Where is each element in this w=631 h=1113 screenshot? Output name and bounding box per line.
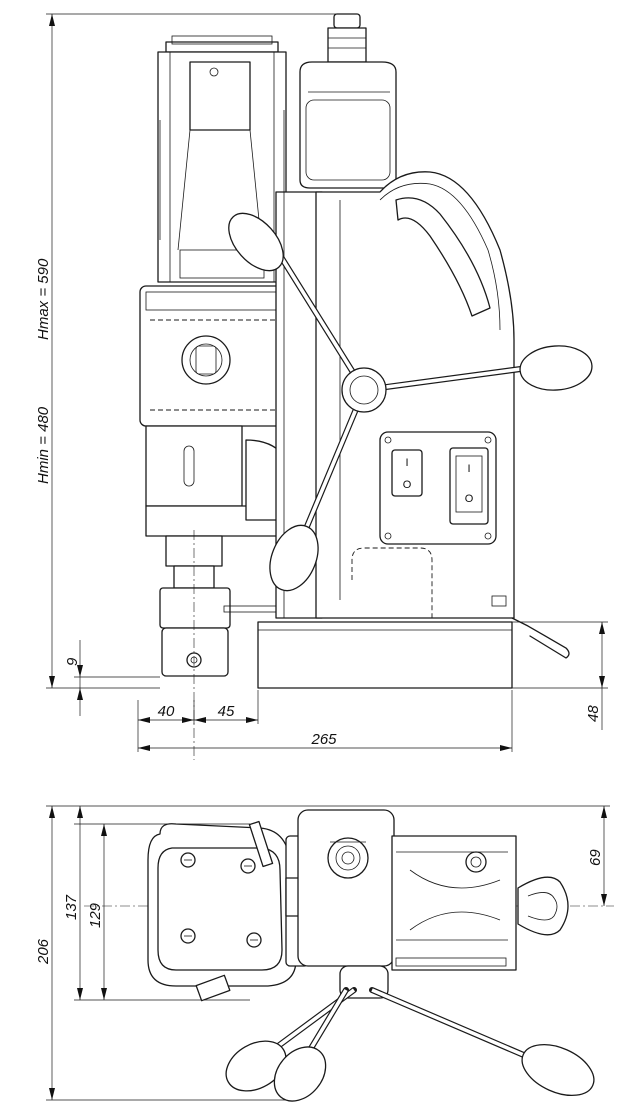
base-dimensions <box>137 621 608 752</box>
switch-1-off-label: O <box>403 479 412 491</box>
hmin-label: Hmin = 480 <box>35 406 52 484</box>
top-view: 206 137 129 69 <box>35 805 614 1111</box>
magnet-switch[interactable] <box>449 447 489 525</box>
offset-9-dimension <box>74 640 160 716</box>
top-handle-knob-left[interactable] <box>217 1031 294 1101</box>
dim-69-label: 69 <box>587 849 604 866</box>
switch-2-on-label: I <box>467 463 470 475</box>
switch-2-off-label: O <box>465 493 474 505</box>
dim-137-label: 137 <box>63 894 80 920</box>
lanyard-ring <box>517 876 569 936</box>
handle-knob-bottom[interactable] <box>261 518 327 598</box>
magnetic-base <box>257 617 570 689</box>
dim-9-label: 9 <box>64 657 81 666</box>
hmax-label: Hmax = 590 <box>35 258 52 340</box>
gearbox <box>139 285 291 427</box>
dim-265-label: 265 <box>310 731 337 748</box>
dim-45-label: 45 <box>218 703 235 720</box>
handle-knob-top[interactable] <box>218 203 293 280</box>
top-handle-knob-middle[interactable] <box>264 1037 336 1111</box>
dim-206-label: 206 <box>35 938 52 965</box>
chuck-arbor <box>159 530 295 760</box>
switch-1-on-label: I <box>405 457 408 469</box>
top-handles <box>217 965 601 1111</box>
handle-knob-right[interactable] <box>519 344 594 393</box>
feed-handles <box>218 203 594 598</box>
dim-40-label: 40 <box>158 703 175 720</box>
height-dimension <box>46 13 340 689</box>
side-view: I O I O <box>35 13 608 760</box>
drill-head-top <box>147 820 297 1002</box>
motor-switch[interactable] <box>391 449 423 497</box>
base-top <box>391 835 517 971</box>
switch-panel: I O I O <box>379 431 497 545</box>
dim-129-label: 129 <box>87 902 104 928</box>
coolant-bottle <box>299 13 397 189</box>
top-handle-knob-right[interactable] <box>514 1034 601 1105</box>
housing-top <box>297 809 395 967</box>
dim-48-label: 48 <box>585 705 602 722</box>
